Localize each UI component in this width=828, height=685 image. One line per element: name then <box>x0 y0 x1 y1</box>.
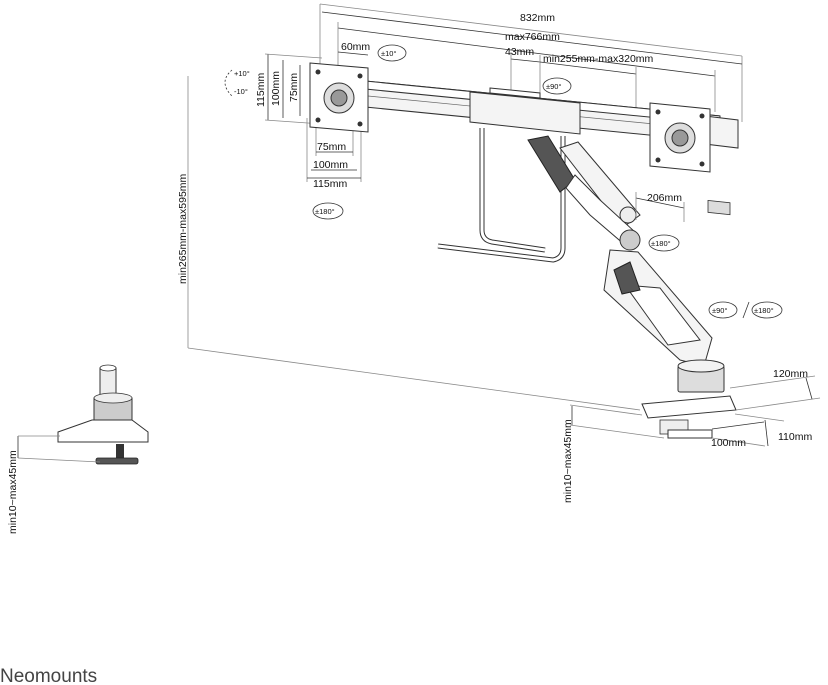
rotation-badge-swivel-arm: ±90° <box>708 301 738 319</box>
dimension-clamp-left: min10~max45mm <box>7 435 101 534</box>
vesa-horizontal-dimensions: 75mm 100mm 115mm <box>306 118 362 190</box>
right-vesa-plate <box>649 102 711 173</box>
desk-clamp-base <box>641 359 737 439</box>
dimension-rail-extension: min255mm-max320mm <box>539 53 654 108</box>
svg-text:±180°: ±180° <box>754 306 774 315</box>
label-rail-extension: min255mm-max320mm <box>543 53 654 65</box>
reference-frame <box>187 3 743 416</box>
label-60mm: 60mm <box>341 41 370 53</box>
label-vesa-115-h: 115mm <box>313 178 347 190</box>
label-clamp-left: min10~max45mm <box>7 450 19 534</box>
label-pole-height: min265mm-max595mm <box>177 173 189 284</box>
rotation-badge-rotate-base: ±180° <box>751 301 783 319</box>
svg-text:+10°: +10° <box>234 69 250 78</box>
dimension-pole-height: min265mm-max595mm <box>177 173 189 284</box>
label-43mm: 43mm <box>505 46 534 58</box>
label-vesa-100-h: 100mm <box>313 159 348 171</box>
label-vesa-115-v: 115mm <box>255 73 267 107</box>
rotation-badge-rotate-arm: ±180° <box>648 234 680 252</box>
svg-text:±10°: ±10° <box>381 49 396 58</box>
label-vesa-75-v: 75mm <box>288 73 300 102</box>
rotation-badge-tilt: ±10° <box>377 44 407 62</box>
label-120mm: 120mm <box>773 368 808 380</box>
label-110mm-base: 110mm <box>778 431 812 443</box>
label-vesa-75-h: 75mm <box>317 141 346 153</box>
label-100mm-base: 100mm <box>711 437 746 449</box>
stand-handle <box>437 128 566 263</box>
label-vesa-100-v: 100mm <box>270 71 282 106</box>
dimension-base: 120mm 100mm 110mm <box>711 368 821 449</box>
left-vesa-plate <box>309 62 369 133</box>
dimension-plate-offset: 60mm <box>337 41 370 56</box>
dimension-center-offset: 43mm <box>505 46 541 93</box>
crossbar-rail <box>354 79 739 216</box>
svg-text:±180°: ±180° <box>651 239 671 248</box>
dimension-arm-length: 206mm <box>635 192 685 222</box>
label-max766mm: max766mm <box>505 31 560 43</box>
rotation-badge-rotate-left: ±180° <box>312 202 344 220</box>
label-206mm: 206mm <box>647 192 682 204</box>
tilt-indicator: +10° -10° <box>224 69 250 97</box>
gas-spring-arm <box>527 135 713 367</box>
label-832mm: 832mm <box>520 12 555 24</box>
svg-text:±90°: ±90° <box>546 82 561 91</box>
clamp-detail <box>57 364 149 465</box>
svg-text:±90°: ±90° <box>712 306 727 315</box>
dimension-clamp-right: min10~max45mm <box>562 406 665 503</box>
dimension-overall-width: 832mm <box>321 11 743 65</box>
label-clamp-right: min10~max45mm <box>562 419 574 503</box>
svg-text:±180°: ±180° <box>315 207 335 216</box>
vesa-vertical-dimensions: 115mm 100mm 75mm <box>255 53 323 125</box>
rotation-badge-swivel-center: ±90° <box>542 77 572 95</box>
svg-text:-10°: -10° <box>234 87 248 96</box>
brand-logo: Neomounts <box>0 666 97 685</box>
